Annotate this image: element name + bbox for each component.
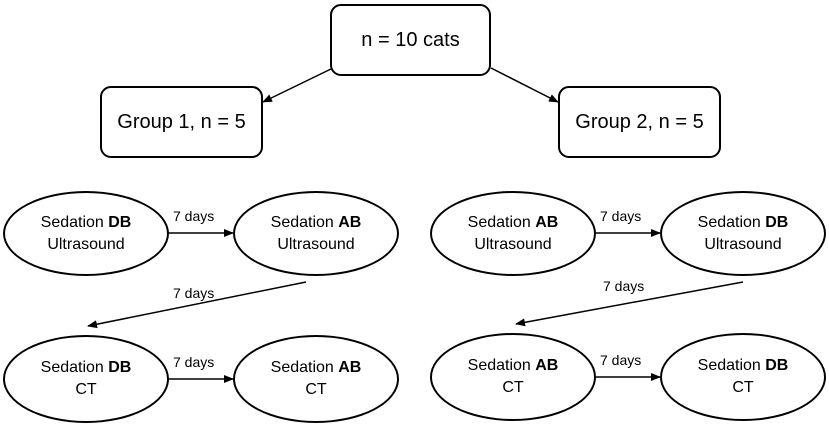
g2-ultrasound-session-2: Sedation DB Ultrasound bbox=[660, 191, 826, 276]
group-1-box: Group 1, n = 5 bbox=[100, 86, 263, 158]
arrow-top-to-group-2 bbox=[490, 67, 559, 103]
sedation-line: Sedation AB bbox=[467, 357, 559, 374]
interval-label-g2-ct: 7 days bbox=[600, 352, 642, 368]
sedation-line: Sedation DB bbox=[40, 213, 132, 231]
interval-label-g1-ct: 7 days bbox=[173, 354, 215, 370]
arrow-g2-diagonal bbox=[515, 281, 744, 327]
g1-ct-session-1: Sedation DB CT bbox=[3, 335, 169, 423]
modality-label: Ultrasound bbox=[474, 235, 552, 253]
modality-label: Ultrasound bbox=[704, 235, 782, 253]
interval-label-g2-ultrasound: 7 days bbox=[600, 208, 642, 224]
sedation-line: Sedation DB bbox=[40, 359, 132, 376]
g2-ultrasound-session-1: Sedation AB Ultrasound bbox=[430, 191, 596, 276]
g2-ct-session-1: Sedation AB CT bbox=[430, 333, 596, 421]
g2-ct-session-2: Sedation DB CT bbox=[660, 333, 826, 421]
sedation-line: Sedation DB bbox=[697, 213, 789, 231]
sedation-drug: AB bbox=[535, 357, 559, 374]
total-cats-label: n = 10 cats bbox=[361, 28, 460, 51]
total-cats-box: n = 10 cats bbox=[330, 4, 491, 76]
modality-label: Ultrasound bbox=[47, 235, 125, 253]
g1-ultrasound-session-2: Sedation AB Ultrasound bbox=[233, 191, 399, 276]
group-2-box: Group 2, n = 5 bbox=[558, 86, 721, 158]
modality-label: CT bbox=[502, 379, 524, 396]
interval-label-g2-diagonal: 7 days bbox=[603, 278, 645, 294]
interval-label-g1-diagonal: 7 days bbox=[173, 285, 215, 301]
arrow-g1-diagonal bbox=[87, 281, 307, 329]
modality-label: Ultrasound bbox=[277, 235, 355, 253]
interval-label-g1-ultrasound: 7 days bbox=[173, 208, 215, 224]
arrow-top-to-group-1 bbox=[262, 67, 334, 103]
sedation-drug: DB bbox=[108, 359, 132, 376]
sedation-line: Sedation AB bbox=[270, 213, 362, 231]
g1-ct-session-2: Sedation AB CT bbox=[233, 335, 399, 423]
sedation-drug: AB bbox=[535, 213, 559, 231]
sedation-drug: AB bbox=[338, 213, 362, 231]
modality-label: CT bbox=[75, 381, 97, 398]
sedation-drug: DB bbox=[765, 357, 789, 374]
modality-label: CT bbox=[305, 381, 327, 398]
sedation-line: Sedation AB bbox=[270, 359, 362, 376]
sedation-drug: DB bbox=[108, 213, 132, 231]
sedation-line: Sedation AB bbox=[467, 213, 559, 231]
sedation-line: Sedation DB bbox=[697, 357, 789, 374]
group-1-label: Group 1, n = 5 bbox=[117, 110, 246, 133]
sedation-drug: AB bbox=[338, 359, 362, 376]
group-2-label: Group 2, n = 5 bbox=[575, 110, 704, 133]
sedation-drug: DB bbox=[765, 213, 789, 231]
modality-label: CT bbox=[732, 379, 754, 396]
g1-ultrasound-session-1: Sedation DB Ultrasound bbox=[3, 191, 169, 276]
